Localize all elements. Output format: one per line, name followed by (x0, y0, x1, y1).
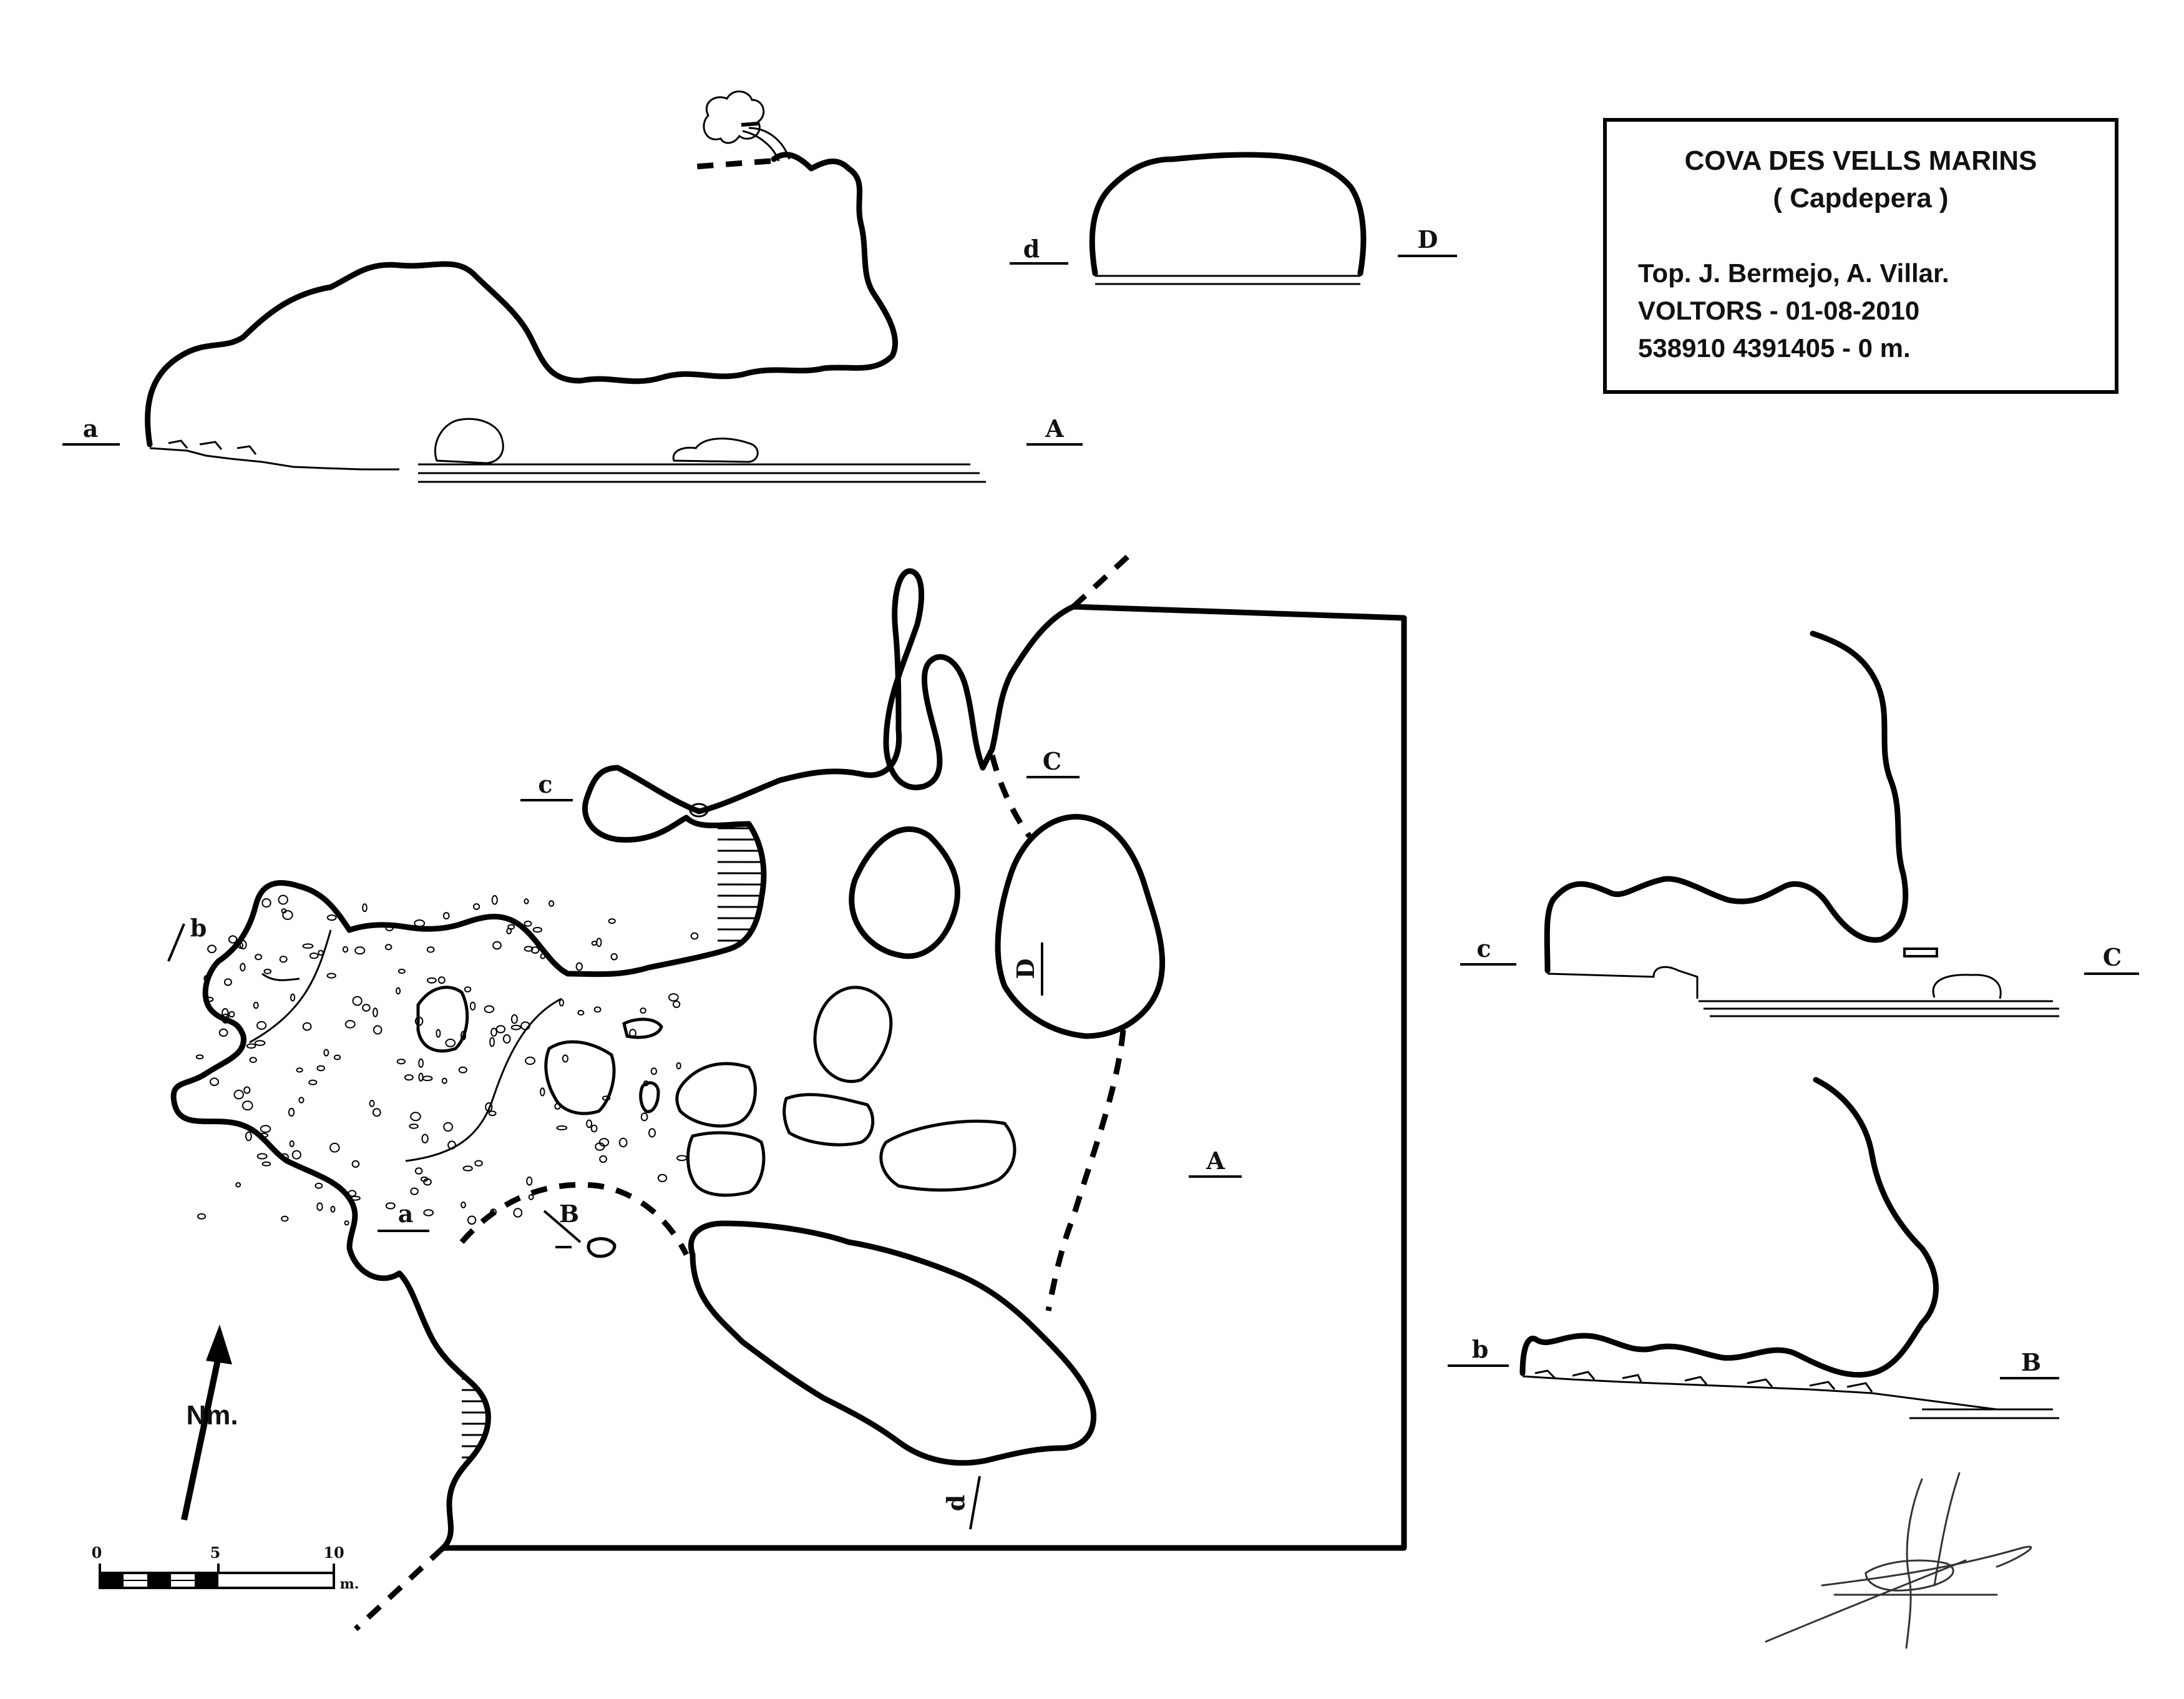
section-a-block-2 (672, 438, 759, 463)
section-b-rubble (1534, 1369, 1873, 1393)
section-a-lower-label: a (83, 414, 99, 443)
section-a-profile: a A (62, 91, 1083, 483)
plan-dash-b (459, 1182, 690, 1256)
section-a-rubble (168, 439, 257, 455)
plan-rock-3 (622, 1017, 663, 1039)
scale-unit: m. (340, 1576, 359, 1592)
plan-dash-a (1045, 1029, 1126, 1311)
plan-boulder-5 (879, 1119, 1016, 1192)
section-d-upper-label: D (1418, 225, 1438, 253)
plan-gravel-texture (195, 894, 699, 1226)
plan-boulder-2 (675, 1062, 757, 1128)
plan-label-d-upper: D (1012, 959, 1040, 979)
scale-tick-10: 10 (323, 1544, 344, 1562)
scale-bar: 0 5 10 m. (92, 1544, 359, 1592)
signature-icon (1765, 1472, 2032, 1649)
section-d-profile: d D (1010, 152, 1457, 285)
section-c-profile: c C (1460, 630, 2139, 1017)
section-d-lower-label: d (1023, 235, 1040, 263)
tree-icon (703, 91, 791, 162)
plan-boulder-4 (686, 1131, 766, 1197)
section-b-water (1909, 1408, 2059, 1419)
section-a-ceiling (145, 152, 898, 448)
group-date: VOLTORS - 01-08-2010 (1638, 296, 1919, 325)
plan-boulder-1 (813, 986, 893, 1084)
plan-label-c-lower: c (538, 770, 552, 798)
plan-rock-5 (587, 1237, 617, 1258)
section-c-marker (1903, 947, 1938, 957)
section-c-upper-label: C (2103, 943, 2122, 971)
north-arrow-icon: Nm. (181, 1324, 238, 1521)
plan-island-large (688, 1220, 1097, 1466)
plan-dash-c (989, 754, 1032, 838)
plan-c-branch-detail (689, 803, 709, 818)
section-b-floor (1522, 1375, 1997, 1411)
section-c-lower-label: c (1476, 934, 1491, 962)
plan-rock-mark (261, 972, 300, 981)
plan-label-a-lower: a (398, 1200, 414, 1228)
municipality: ( Capdepera ) (1773, 183, 1948, 213)
plan-boulder-3 (782, 1093, 875, 1147)
section-b-lower-label: b (1472, 1335, 1489, 1363)
plan-label-c-upper: C (1043, 747, 1061, 775)
plan-entrance-south-dash (353, 1545, 446, 1632)
plan-label-b-upper: B (559, 1200, 579, 1228)
section-a-upper-label: A (1045, 414, 1064, 443)
section-d-water (1095, 275, 1360, 285)
plan-zone-line-2 (405, 997, 562, 1162)
section-a-water (418, 463, 986, 483)
section-c-block (1932, 974, 2002, 999)
scale-tick-0: 0 (92, 1544, 102, 1562)
section-b-profile: b B (1448, 1077, 2059, 1419)
plan-pillar-2 (995, 814, 1166, 1039)
section-d-ceiling (1089, 152, 1367, 277)
title-block: COVA DES VELLS MARINS ( Capdepera ) Top.… (1603, 118, 2118, 394)
plan-rock-1 (416, 986, 469, 1053)
section-c-ceiling (1544, 630, 1909, 974)
surveyors: Top. J. Bermejo, A. Villar. (1638, 258, 1949, 288)
section-c-water (1699, 1000, 2059, 1017)
north-arrow-label: Nm. (186, 1400, 238, 1431)
section-a-floor (149, 447, 399, 471)
plan-label-d-lower: d (942, 1495, 970, 1512)
coordinates: 538910 4391405 - 0 m. (1638, 333, 1911, 363)
section-a-dashed-wall (686, 158, 771, 170)
section-c-floor (1547, 966, 1699, 999)
plan-entrance-north-dash (1071, 547, 1138, 609)
section-a-block-1 (434, 418, 504, 464)
cave-name: COVA DES VELLS MARINS (1685, 145, 2037, 176)
plan-pillar-1 (849, 826, 960, 959)
section-b-upper-label: B (2021, 1348, 2041, 1376)
plan-rock-4 (639, 1081, 660, 1114)
section-b-ceiling (1519, 1077, 1939, 1378)
plan-view: c C b B a A D d (167, 547, 1407, 1632)
scale-tick-5: 5 (210, 1544, 221, 1562)
plan-label-b-lower: b (190, 914, 207, 942)
title-frame (1603, 118, 2118, 394)
plan-rock-2 (544, 1040, 616, 1115)
plan-label-a-upper: A (1206, 1147, 1225, 1175)
plan-zone-line-1 (249, 929, 332, 1044)
plan-cave-outline (170, 568, 1407, 1551)
